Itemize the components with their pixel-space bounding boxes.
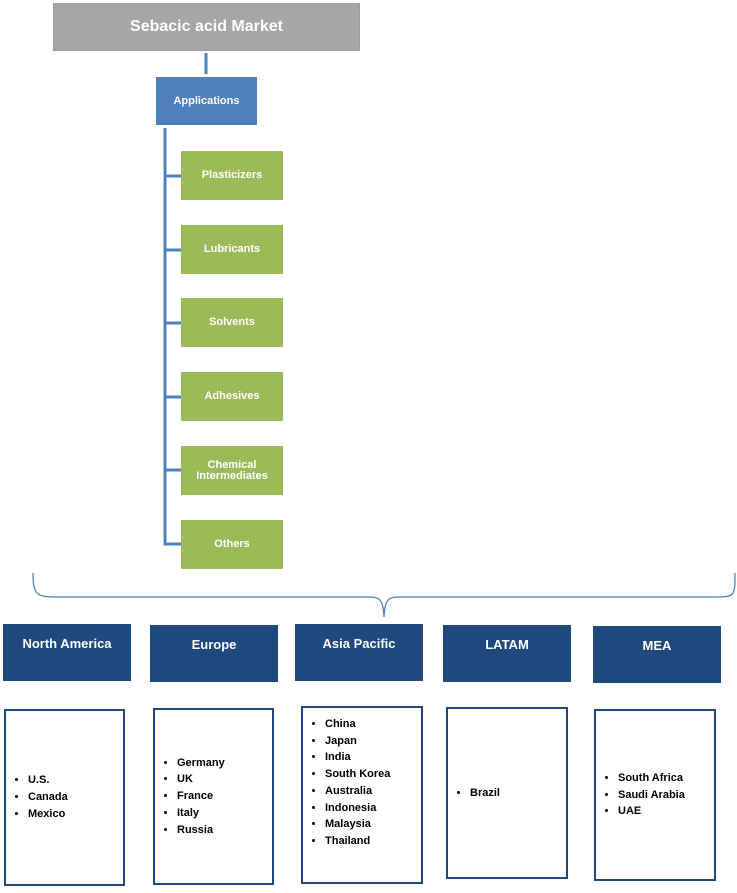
- application-item-others: Others: [181, 520, 283, 569]
- region-europe: Europe: [150, 625, 278, 682]
- country-item: France: [177, 788, 225, 805]
- country-list-asia-pacific: China Japan India South Korea Australia …: [301, 706, 423, 884]
- region-label: LATAM: [485, 637, 529, 652]
- region-asia-pacific: Asia Pacific: [295, 624, 423, 681]
- application-item-plasticizers: Plasticizers: [181, 151, 283, 200]
- country-item: India: [325, 749, 390, 766]
- application-item-adhesives: Adhesives: [181, 372, 283, 421]
- regions-brace: [32, 572, 736, 618]
- region-mea: MEA: [593, 626, 721, 683]
- country-item: Italy: [177, 805, 225, 822]
- country-item: Malaysia: [325, 816, 390, 833]
- country-item: Saudi Arabia: [618, 787, 685, 804]
- country-item: Brazil: [470, 785, 500, 802]
- country-list: South Africa Saudi Arabia UAE: [596, 770, 685, 820]
- country-item: Canada: [28, 789, 68, 806]
- applications-label: Applications: [173, 95, 240, 107]
- country-item: U.S.: [28, 772, 68, 789]
- country-list: U.S. Canada Mexico: [6, 772, 68, 822]
- country-list-latam: Brazil: [446, 707, 568, 879]
- country-list-mea: South Africa Saudi Arabia UAE: [594, 709, 716, 881]
- application-item-solvents: Solvents: [181, 298, 283, 347]
- region-label: North America: [22, 636, 112, 651]
- application-item-label: Plasticizers: [201, 169, 263, 181]
- application-item-label: Lubricants: [203, 243, 261, 255]
- country-list-europe: Germany UK France Italy Russia: [153, 708, 274, 885]
- country-item: Australia: [325, 783, 390, 800]
- country-item: Indonesia: [325, 800, 390, 817]
- country-list: China Japan India South Korea Australia …: [303, 716, 390, 850]
- application-item-lubricants: Lubricants: [181, 225, 283, 274]
- country-list: Brazil: [448, 785, 500, 802]
- application-item-chemical-intermediates: Chemical Intermediates: [181, 446, 283, 495]
- region-north-america: North America: [3, 624, 131, 681]
- application-item-label: Others: [214, 538, 250, 550]
- country-item: Germany: [177, 755, 225, 772]
- country-item: Japan: [325, 733, 390, 750]
- country-item: Russia: [177, 822, 225, 839]
- country-item: UK: [177, 771, 225, 788]
- country-item: UAE: [618, 803, 685, 820]
- region-label: MEA: [642, 638, 672, 653]
- market-title-text: Sebacic acid Market: [130, 18, 283, 35]
- country-list: Germany UK France Italy Russia: [155, 755, 225, 839]
- application-item-label: Adhesives: [204, 390, 260, 402]
- region-label: Europe: [191, 637, 237, 652]
- country-item: China: [325, 716, 390, 733]
- country-item: Thailand: [325, 833, 390, 850]
- application-item-label: Solvents: [209, 316, 255, 328]
- market-title: Sebacic acid Market: [53, 3, 360, 51]
- country-item: Mexico: [28, 806, 68, 823]
- country-item: South Korea: [325, 766, 390, 783]
- application-item-label: Chemical Intermediates: [196, 458, 268, 482]
- country-list-north-america: U.S. Canada Mexico: [4, 709, 125, 886]
- country-item: South Africa: [618, 770, 685, 787]
- region-latam: LATAM: [443, 625, 571, 682]
- region-label: Asia Pacific: [322, 636, 396, 651]
- applications-box: Applications: [156, 77, 257, 125]
